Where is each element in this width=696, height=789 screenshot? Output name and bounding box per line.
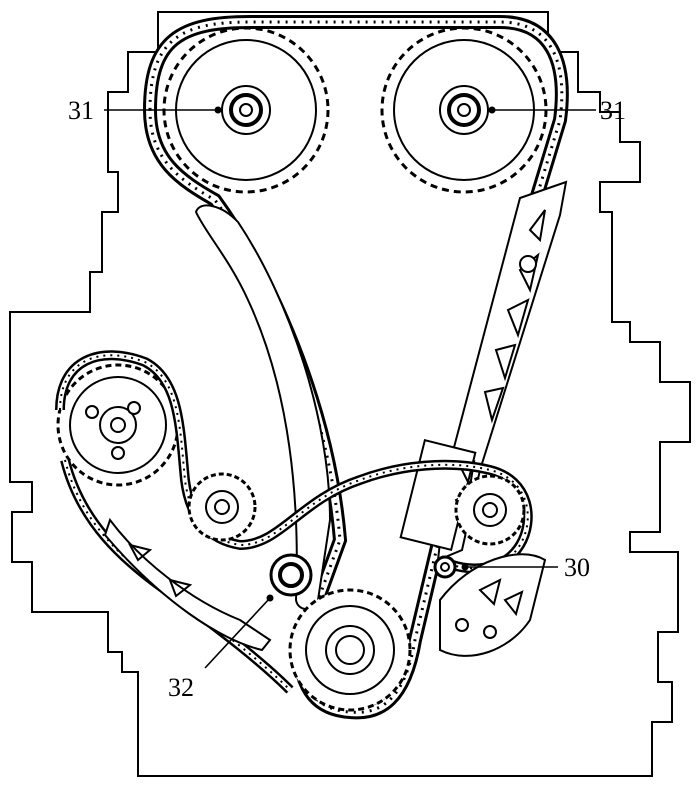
guide-bolt-icon (269, 553, 313, 597)
callout-guide-bolt: 32 (168, 673, 194, 702)
left-camshaft-sprocket (162, 26, 330, 194)
balance-shaft-sprocket (56, 363, 180, 487)
lower-right-tensioner (439, 553, 547, 657)
tensioner-bolt-icon (433, 555, 457, 579)
right-camshaft-sprocket (380, 26, 548, 194)
leader-line-32 (204, 597, 271, 669)
engine-block-outline (9, 11, 691, 777)
idler-sprocket (187, 472, 257, 542)
lower-left-guide (103, 517, 272, 652)
crankshaft-sprocket (288, 588, 412, 712)
callout-tensioner-bolt: 30 (564, 553, 590, 582)
left-chain-guide (194, 204, 332, 610)
oil-pump-sprocket (454, 474, 526, 546)
callout-right-cam-bolt: 31 (600, 96, 626, 125)
callout-left-cam-bolt: 31 (68, 96, 94, 125)
